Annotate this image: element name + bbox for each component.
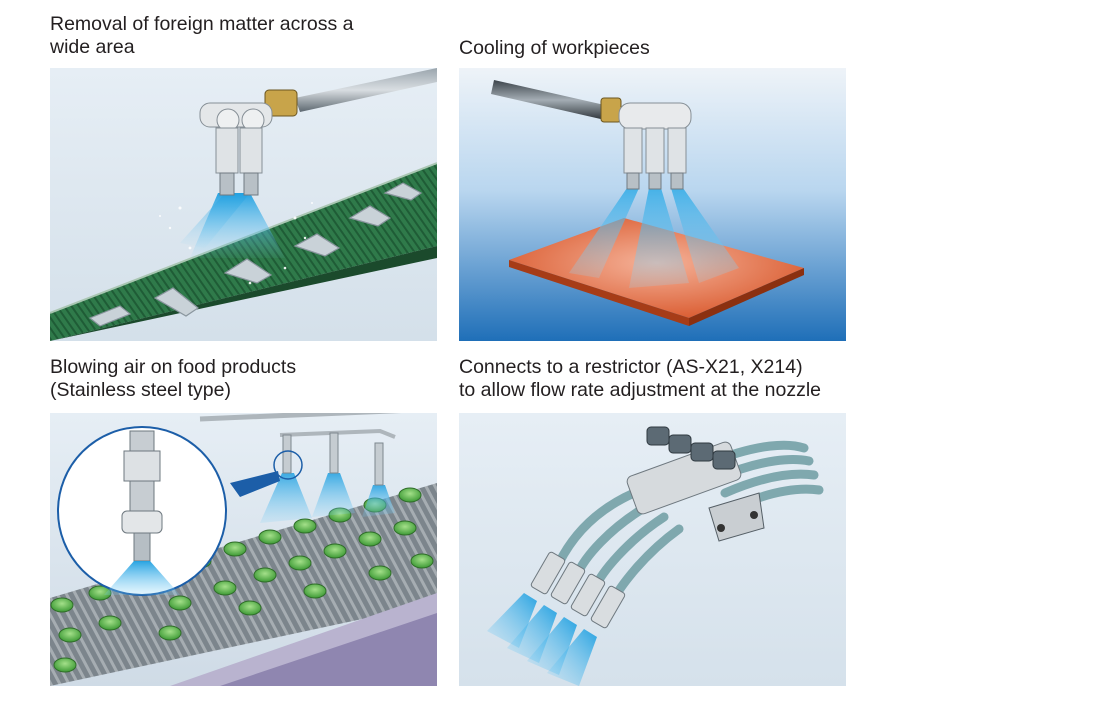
caption-line: Removal of foreign matter across a <box>50 13 354 35</box>
caption-line: to allow flow rate adjustment at the noz… <box>459 379 822 401</box>
caption-line: Cooling of workpieces <box>459 37 650 59</box>
illustration-workpiece-cooling <box>459 68 846 341</box>
caption-foreign-matter: Removal of foreign matter across a wide … <box>50 13 353 59</box>
illustration-foreign-matter-removal <box>50 68 437 341</box>
caption-line: Connects to a restrictor (AS-X21, X214) <box>459 356 803 378</box>
illustration-food-blowing <box>50 413 437 686</box>
caption-cooling: Cooling of workpieces <box>459 37 650 60</box>
caption-restrictor: Connects to a restrictor (AS-X21, X214) … <box>459 356 821 402</box>
illustration-restrictor-manifold <box>459 413 846 686</box>
caption-line: Blowing air on food products <box>50 356 297 378</box>
caption-line: wide area <box>50 36 135 58</box>
caption-line: (Stainless steel type) <box>50 379 231 401</box>
caption-food-products: Blowing air on food products (Stainless … <box>50 356 296 402</box>
